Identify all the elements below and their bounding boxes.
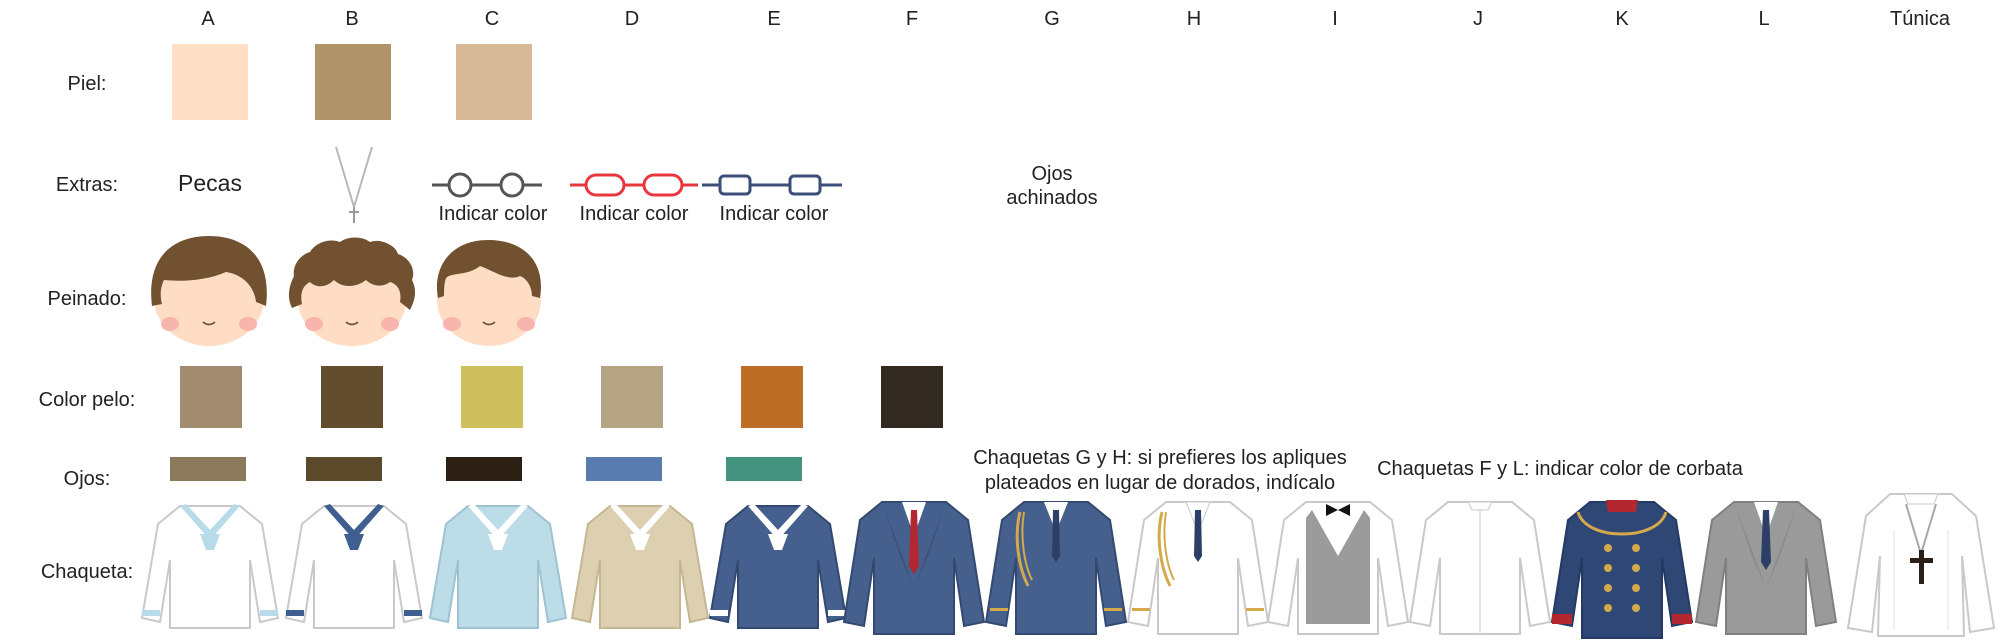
eye-color-b[interactable] xyxy=(306,457,382,481)
hairstyle-c-icon[interactable] xyxy=(428,236,550,348)
extra-ojos-achinados-line2[interactable]: achinados xyxy=(1006,187,1098,209)
glasses-round-icon[interactable] xyxy=(432,172,542,198)
extra-pecas-label[interactable]: Pecas xyxy=(178,170,242,196)
hairstyle-a-icon[interactable] xyxy=(144,236,274,348)
column-header-a: A xyxy=(201,8,215,30)
column-header-e: E xyxy=(767,8,781,30)
jacket-l-suit-icon[interactable] xyxy=(1694,496,1838,636)
jacket-d-sailor-icon[interactable] xyxy=(568,500,712,630)
hair-color-c[interactable] xyxy=(461,366,523,428)
hair-color-a[interactable] xyxy=(180,366,242,428)
skin-swatch-a[interactable] xyxy=(172,44,248,120)
hair-color-e[interactable] xyxy=(741,366,803,428)
glasses-e-indicate-color: Indicar color xyxy=(719,203,829,225)
tunica-icon[interactable] xyxy=(1846,490,1996,638)
eye-color-c[interactable] xyxy=(446,457,522,481)
glasses-red-icon[interactable] xyxy=(570,172,698,198)
extra-ojos-achinados-line1[interactable]: Ojos xyxy=(1031,163,1073,185)
necklace-cross-icon[interactable] xyxy=(330,145,378,225)
jacket-b-sailor-icon[interactable] xyxy=(282,500,426,630)
row-label-extras: Extras: xyxy=(55,174,119,196)
hair-color-f[interactable] xyxy=(881,366,943,428)
jacket-j-shirt-icon[interactable] xyxy=(1408,496,1552,636)
eye-color-e[interactable] xyxy=(726,457,802,481)
eye-color-d[interactable] xyxy=(586,457,662,481)
hair-color-d[interactable] xyxy=(601,366,663,428)
glasses-c-indicate-color: Indicar color xyxy=(438,203,548,225)
column-header-f: F xyxy=(905,8,919,30)
column-header-h: H xyxy=(1186,8,1202,30)
jacket-e-sailor-icon[interactable] xyxy=(706,500,850,630)
column-header-d: D xyxy=(624,8,640,30)
column-header-g: G xyxy=(1044,8,1060,30)
column-header-i: I xyxy=(1332,8,1338,30)
jacket-h-uniform-icon[interactable] xyxy=(1126,496,1270,636)
row-label-color-pelo: Color pelo: xyxy=(38,389,136,411)
eye-color-a[interactable] xyxy=(170,457,246,481)
glasses-d-indicate-color: Indicar color xyxy=(579,203,689,225)
skin-swatch-c[interactable] xyxy=(456,44,532,120)
column-header-l: L xyxy=(1758,8,1770,30)
note-jackets-f-l: Chaquetas F y L: indicar color de corbat… xyxy=(1377,458,1743,480)
note-jackets-g-h-line1: Chaquetas G y H: si prefieres los apliqu… xyxy=(973,447,1347,469)
skin-swatch-b[interactable] xyxy=(315,44,391,120)
row-label-peinado: Peinado: xyxy=(47,288,127,310)
row-label-chaqueta: Chaqueta: xyxy=(40,561,134,583)
jacket-f-suit-icon[interactable] xyxy=(842,496,986,636)
column-header-b: B xyxy=(345,8,359,30)
jacket-c-sailor-icon[interactable] xyxy=(426,500,570,630)
column-header-k: K xyxy=(1615,8,1629,30)
hair-color-b[interactable] xyxy=(321,366,383,428)
row-label-ojos: Ojos: xyxy=(63,468,111,490)
glasses-blue-icon[interactable] xyxy=(702,172,842,198)
hairstyle-b-icon[interactable] xyxy=(286,236,418,348)
column-header-tunica: Túnica xyxy=(1889,8,1951,30)
column-header-j: J xyxy=(1473,8,1483,30)
row-label-piel: Piel: xyxy=(67,73,107,95)
jacket-a-sailor-icon[interactable] xyxy=(138,500,282,630)
jacket-k-gala-uniform-icon[interactable] xyxy=(1550,496,1694,641)
jacket-g-uniform-icon[interactable] xyxy=(984,496,1128,636)
jacket-i-vest-icon[interactable] xyxy=(1266,496,1410,636)
column-header-c: C xyxy=(484,8,500,30)
note-jackets-g-h-line2: plateados en lugar de dorados, indícalo xyxy=(984,472,1336,494)
